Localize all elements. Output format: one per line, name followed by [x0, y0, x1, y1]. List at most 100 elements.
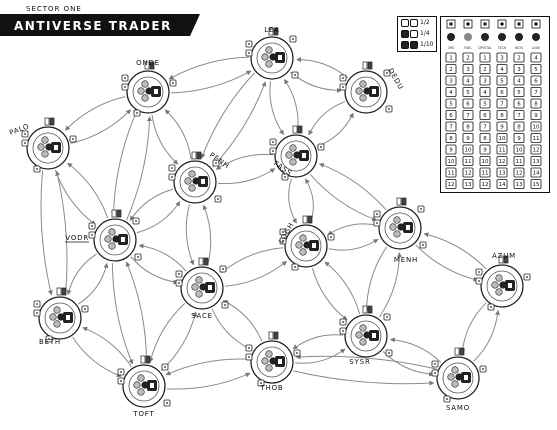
price-cell[interactable]: [496, 110, 508, 120]
price-cell[interactable]: [530, 144, 542, 155]
price-cell[interactable]: [530, 110, 542, 120]
price-cell[interactable]: [462, 156, 474, 166]
price-cell[interactable]: [496, 144, 508, 155]
price-cell[interactable]: [479, 87, 491, 97]
price-cell[interactable]: [445, 144, 457, 155]
price-cell[interactable]: [496, 121, 508, 132]
route-arrow: [222, 300, 263, 342]
price-cell[interactable]: [462, 121, 474, 132]
price-cell[interactable]: [445, 121, 457, 132]
price-cell[interactable]: [530, 179, 542, 189]
price-cell[interactable]: [479, 75, 491, 86]
price-cell[interactable]: [513, 52, 525, 63]
price-cell[interactable]: [445, 167, 457, 178]
price-value: 7: [449, 125, 453, 131]
price-cell[interactable]: [530, 52, 542, 63]
price-cell[interactable]: [445, 110, 457, 120]
price-cell[interactable]: [496, 52, 508, 63]
price-cell[interactable]: [530, 75, 542, 86]
price-cell[interactable]: [513, 133, 525, 143]
price-cell[interactable]: [445, 133, 457, 143]
price-cell[interactable]: [479, 64, 491, 74]
price-cell[interactable]: [462, 75, 474, 86]
slot-bar-icon: [401, 197, 407, 206]
planet-vodr[interactable]: VODR: [65, 209, 142, 262]
price-cell[interactable]: [479, 144, 491, 155]
planet-sysr[interactable]: SYSR: [339, 305, 393, 366]
price-cell[interactable]: [445, 98, 457, 109]
price-cell[interactable]: [496, 64, 508, 74]
planet-beth[interactable]: BETH: [33, 287, 89, 346]
price-cell[interactable]: [462, 144, 474, 155]
price-cell[interactable]: [530, 87, 542, 97]
price-cell[interactable]: [530, 133, 542, 143]
planet-toft[interactable]: TOFT: [117, 355, 171, 418]
price-value: 4: [534, 56, 538, 62]
price-cell[interactable]: [462, 64, 474, 74]
price-cell[interactable]: [462, 179, 474, 189]
price-cell[interactable]: [445, 179, 457, 189]
market-tile-mark: [66, 315, 70, 320]
price-cell[interactable]: [479, 133, 491, 143]
price-cell[interactable]: [513, 167, 525, 178]
planet-dedu[interactable]: DEDU: [339, 61, 405, 114]
price-cell[interactable]: [445, 52, 457, 63]
price-cell[interactable]: [530, 121, 542, 132]
planet-lea[interactable]: LEA: [245, 26, 299, 80]
price-cell[interactable]: [530, 156, 542, 166]
planet-menh[interactable]: MENH: [373, 197, 427, 264]
price-cell[interactable]: [445, 75, 457, 86]
price-cell[interactable]: [479, 156, 491, 166]
planet-penh[interactable]: PENH: [168, 151, 231, 204]
die-pip: [292, 38, 294, 40]
planet-samo[interactable]: SAMO: [431, 347, 487, 412]
price-cell[interactable]: [479, 98, 491, 109]
price-cell[interactable]: [530, 98, 542, 109]
price-cell[interactable]: [496, 87, 508, 97]
planet-onde[interactable]: ONDE: [121, 59, 177, 117]
planet-logh[interactable]: LOGH: [277, 215, 335, 271]
price-cell[interactable]: [513, 110, 525, 120]
price-cell[interactable]: [479, 179, 491, 189]
price-cell[interactable]: [530, 64, 542, 74]
price-cell[interactable]: [513, 87, 525, 97]
price-cell[interactable]: [513, 121, 525, 132]
price-cell[interactable]: [513, 98, 525, 109]
price-cell[interactable]: [496, 133, 508, 143]
planet-thob[interactable]: THOB: [245, 331, 301, 392]
price-cell[interactable]: [479, 52, 491, 63]
route-arrow: [54, 169, 96, 226]
price-cell[interactable]: [513, 64, 525, 74]
planet-fass[interactable]: FASS: [269, 125, 325, 181]
price-value: 3: [500, 56, 504, 62]
price-cell[interactable]: [462, 133, 474, 143]
price-cell[interactable]: [462, 52, 474, 63]
price-cell[interactable]: [445, 64, 457, 74]
price-cell[interactable]: [479, 167, 491, 178]
planet-sace[interactable]: SACE: [175, 257, 229, 320]
planet-azum[interactable]: AZUM: [475, 252, 531, 311]
price-cell[interactable]: [496, 156, 508, 166]
cross-resource-icon: [188, 170, 196, 178]
price-cell[interactable]: [496, 179, 508, 189]
planet-palo[interactable]: PALO: [8, 117, 77, 173]
price-cell[interactable]: [496, 75, 508, 86]
price-cell[interactable]: [530, 167, 542, 178]
price-cell[interactable]: [445, 87, 457, 97]
price-value: 4: [466, 79, 470, 85]
price-cell[interactable]: [513, 179, 525, 189]
price-cell[interactable]: [462, 167, 474, 178]
price-cell[interactable]: [513, 75, 525, 86]
price-cell[interactable]: [462, 110, 474, 120]
die-pip: [124, 86, 126, 88]
die-pip: [178, 273, 180, 275]
price-cell[interactable]: [513, 144, 525, 155]
price-cell[interactable]: [445, 156, 457, 166]
price-cell[interactable]: [462, 98, 474, 109]
price-cell[interactable]: [513, 156, 525, 166]
price-cell[interactable]: [462, 87, 474, 97]
price-cell[interactable]: [496, 98, 508, 109]
price-cell[interactable]: [479, 110, 491, 120]
price-cell[interactable]: [479, 121, 491, 132]
price-cell[interactable]: [496, 167, 508, 178]
